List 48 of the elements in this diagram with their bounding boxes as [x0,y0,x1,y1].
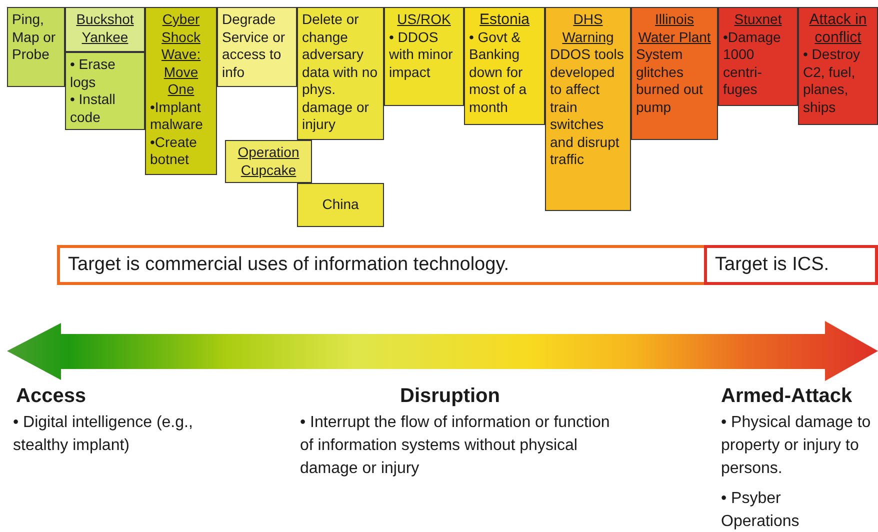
category-title: Armed-Attack [721,384,854,408]
event-box [145,7,217,175]
category-title: Disruption [399,384,501,408]
event-box [545,7,631,211]
event-box [65,7,145,52]
event-text: Ping, Map or Probe [12,11,57,64]
target-box [57,245,707,285]
event-box [7,7,65,87]
event-text: •Create botnet [150,134,198,168]
target-text: Target is commercial uses of information technology. [68,253,510,277]
category-description: • Physical damage to property or injury to persons. [721,413,872,479]
event-text: China [322,196,359,214]
event-text: • Destroy C2, fuel, planes, ships [803,46,862,116]
event-box [718,7,798,106]
event-box [464,7,545,125]
event-title: Estonia [478,11,531,28]
event-box [297,7,384,140]
category-description: • Digital intelligence (e.g., stealthy implant) [13,413,194,456]
event-text: System glitches burned out pump [636,46,704,116]
event-box [297,183,384,227]
event-box [225,140,312,183]
event-text: Degrade Service or access to info [222,11,286,81]
event-title: Buckshot Yankee [75,11,135,46]
event-title: Cyber Shock Wave: Move One [160,11,202,98]
target-box [704,245,878,285]
event-text: • Install code [70,91,116,126]
event-text: •Damage 1000 centri- fuges [723,28,782,98]
event-text: • Govt & Banking down for most of a month [469,28,528,116]
event-box [65,52,145,130]
target-text: Target is ICS. [715,253,830,277]
event-title: Stuxnet [733,11,783,28]
event-title: DHS Warning [561,11,615,46]
category-description: • Interrupt the flow of information or function of information systems without physical damage or injury [300,413,610,479]
event-title: Operation Cupcake [236,144,300,179]
event-box [631,7,718,140]
category-description: • Psyber Operations [721,489,800,532]
event-box [384,7,464,106]
event-text: • Erase logs [70,56,116,91]
event-box [798,7,878,125]
event-text: DDOS tools developed to affect train switches and disrupt traffic [550,46,625,168]
category-title: Access [16,384,88,408]
event-box [217,7,297,87]
event-text: Delete or change adversary data with no phys. damage or injury [302,11,378,134]
event-text: •Implant malware [150,98,204,134]
event-text: • DDOS with minor impact [389,28,454,81]
event-title: US/ROK [396,11,452,28]
event-title: Attack in conflict [808,11,868,46]
event-title: Illinois Water Plant [637,11,712,46]
